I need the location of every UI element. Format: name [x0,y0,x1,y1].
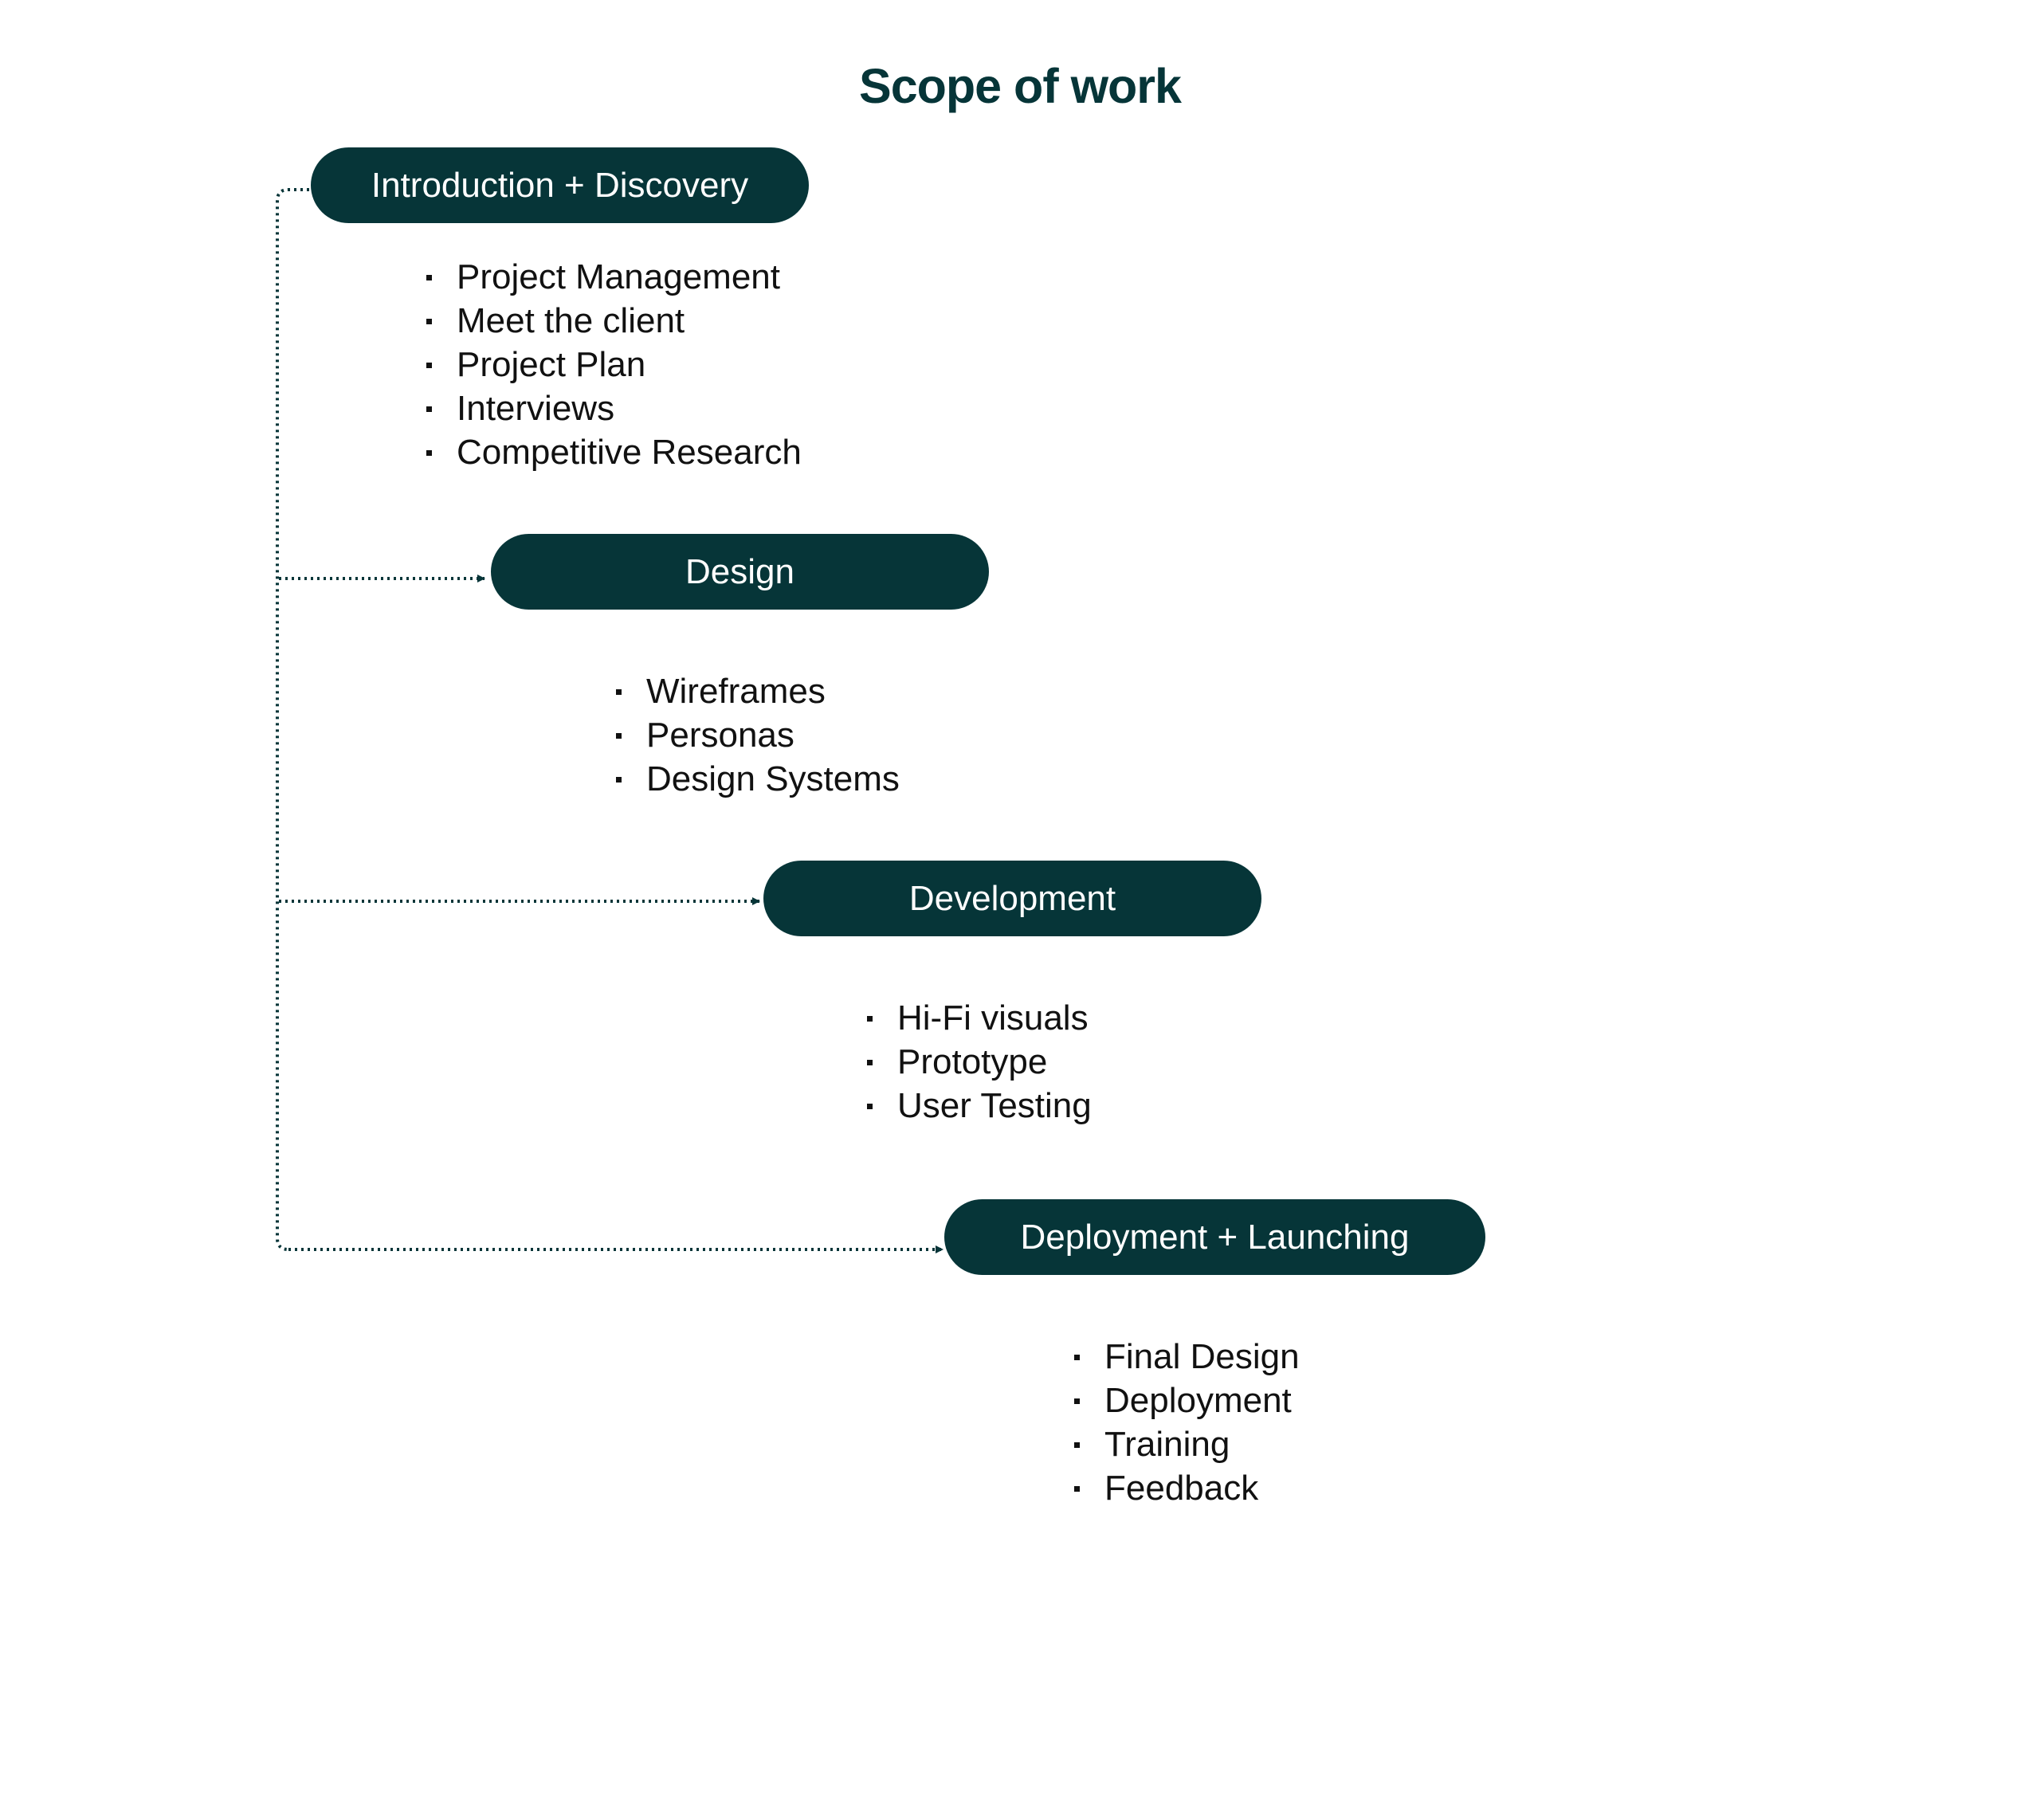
list-item: User Testing [867,1084,1092,1128]
phase-items-deployment-launching: Final Design Deployment Training Feedbac… [1074,1335,1300,1510]
list-item: Personas [616,713,900,757]
list-item: Feedback [1074,1466,1300,1510]
phase-pill-introduction-discovery: Introduction + Discovery [311,147,809,223]
phase-items-design: Wireframes Personas Design Systems [616,669,900,801]
list-item: Wireframes [616,669,900,713]
phase-pill-development: Development [763,861,1261,936]
list-item: Training [1074,1422,1300,1466]
list-item: Project Management [426,255,802,299]
connector-trunk [276,188,309,1251]
phase-pill-design: Design [491,534,989,610]
list-item: Deployment [1074,1379,1300,1422]
list-item: Hi-Fi visuals [867,996,1092,1040]
list-item: Competitive Research [426,430,802,474]
list-item: Project Plan [426,343,802,386]
list-item: Design Systems [616,757,900,801]
phase-items-introduction-discovery: Project Management Meet the client Proje… [426,255,802,474]
list-item: Final Design [1074,1335,1300,1379]
phase-pill-deployment-launching: Deployment + Launching [944,1199,1485,1275]
list-item: Prototype [867,1040,1092,1084]
list-item: Interviews [426,386,802,430]
page-title: Scope of work [859,59,1182,113]
list-item: Meet the client [426,299,802,343]
phase-items-development: Hi-Fi visuals Prototype User Testing [867,996,1092,1128]
